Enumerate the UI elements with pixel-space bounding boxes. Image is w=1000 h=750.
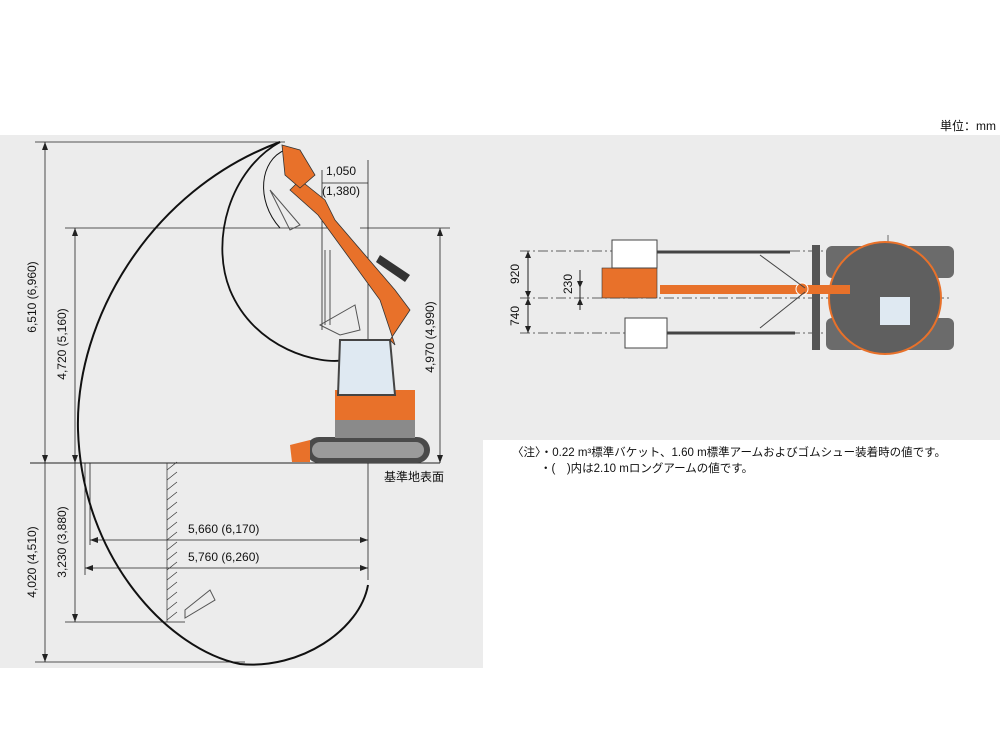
dim-max-height: 6,510 (6,960) [25,261,39,333]
dim-max-dig-depth: 4,020 (4,510) [25,526,39,598]
unit-label: 単位：mm [940,119,996,133]
ground-reference-label: 基準地表面 [384,470,445,484]
ghost-arm-positions [184,189,361,619]
arrowheads [42,142,443,662]
excavator-side-view [281,144,430,463]
dim-max-reach: 5,760 (6,260) [188,550,260,564]
dim-overall-height: 4,970 (4,990) [423,301,437,373]
digging-envelope-curve [76,141,369,666]
vertical-wall-hatch [166,461,178,622]
inner-envelope-curve [221,141,346,362]
dim-top-920: 920 [508,263,522,285]
gray-panel-bottom [0,440,483,668]
dim-front-swing-radius: 1,050 [326,164,357,178]
dim-max-reach-ground: 5,660 (6,170) [188,522,260,536]
dim-top-230: 230 [561,273,575,295]
excavator-top-view [520,235,954,355]
dim-top-740: 740 [508,305,522,327]
note-line-1: 〈注〉・0.22 m³標準バケット、1.60 m標準アームおよびゴムシュー装着時… [512,447,946,459]
dim-front-swing-radius-long: (1,380) [322,184,361,198]
note-line-2: ・( )内は2.10 mロングアームの値です。 [540,463,754,475]
dim-max-dump-height: 4,720 (5,160) [55,308,69,380]
dim-vertical-wall-depth: 3,230 (3,880) [55,506,69,578]
